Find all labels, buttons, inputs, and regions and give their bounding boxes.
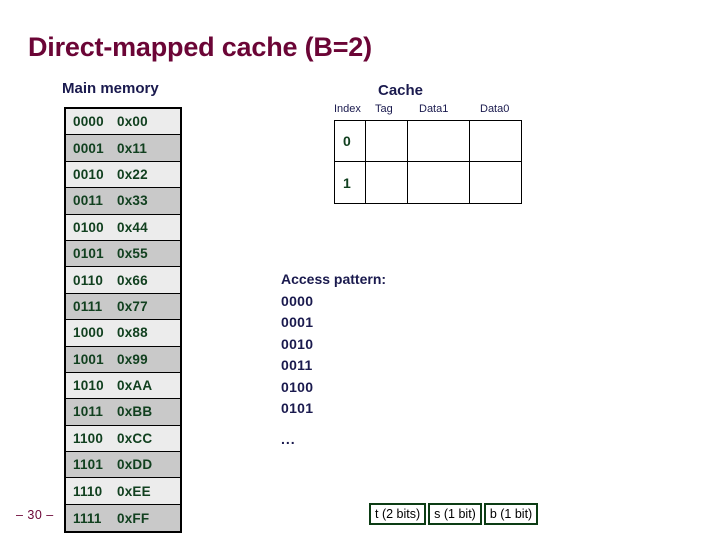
access-pattern-block: Access pattern: 0000 0001 0010 0011 0100 0101… [281,269,386,450]
main-memory-label: Main memory [62,80,159,97]
address-field-box: s (1 bit) [428,503,482,525]
access-pattern-item: 0010 [281,335,314,352]
memory-address: 0000 [73,114,104,130]
cache-cell-index: 1 [335,162,366,203]
memory-row: 0000 0x00 [66,109,180,136]
memory-row: 0110 0x66 [66,267,180,294]
cache-cell-data0[interactable] [470,121,521,161]
cache-row: 0 [335,121,521,162]
memory-value: 0xDD [117,457,153,473]
memory-address: 1111 [73,510,102,526]
memory-address: 0100 [73,219,104,235]
memory-address: 1100 [73,430,104,446]
memory-address: 0010 [73,166,104,182]
memory-address: 1101 [73,457,104,473]
page-title: Direct-mapped cache (B=2) [28,32,372,62]
cache-label: Cache [378,82,424,99]
memory-row: 0010 0x22 [66,161,180,189]
memory-row: 1100 0xCC [66,425,180,453]
memory-address: 1011 [73,404,104,420]
memory-value: 0xBB [117,404,153,420]
memory-row: 1001 0x99 [66,346,180,373]
main-memory-table: 0000 0x00 0001 0x11 0010 0x22 0011 0x33 0100 0x44… [64,107,182,534]
memory-value: 0x88 [117,325,148,341]
memory-value: 0x11 [117,140,148,156]
access-pattern-item: 0101 [281,400,314,416]
memory-address: 0011 [73,193,104,209]
memory-value: 0x77 [117,298,148,314]
access-pattern-list: 0000 0001 0010 0011 0100 0101 [281,291,386,420]
memory-address: 0001 [73,140,104,156]
memory-row: 1010 0xAA [66,372,180,400]
cache-cell-data1[interactable] [408,162,470,203]
memory-row: 1101 0xDD [66,452,180,479]
access-pattern-item: 0011 [281,357,313,373]
access-pattern-title: Access pattern: [281,271,387,287]
memory-row: 1111 0xFF [66,504,180,532]
memory-row: 1000 0x88 [66,320,180,347]
cache-header-data0: Data0 [480,103,510,115]
cache-row: 1 [335,162,521,203]
access-pattern-item: 0100 [281,378,314,395]
cache-cell-data1[interactable] [408,121,470,161]
memory-row: 0111 0x77 [66,293,180,321]
cache-header-data1: Data1 [419,103,449,115]
cache-header-tag: Tag [375,103,393,115]
memory-value: 0x99 [117,351,148,367]
memory-value: 0x22 [117,166,148,182]
memory-address: 1000 [73,325,104,341]
memory-row: 1011 0xBB [66,399,180,426]
memory-value: 0xEE [117,483,151,499]
memory-address: 1110 [73,483,103,499]
cache-header-index: Index [334,103,361,115]
cache-cell-data0[interactable] [470,162,521,203]
memory-value: 0x44 [117,219,148,235]
memory-value: 0x55 [117,246,148,262]
access-pattern-item: 0000 [281,292,314,309]
memory-address: 0110 [73,272,104,288]
memory-address: 0101 [73,246,104,262]
memory-address: 0111 [73,298,103,314]
address-bitfield-diagram: t (2 bits)s (1 bit)b (1 bit) [369,503,539,525]
memory-address: 1001 [73,351,104,367]
cache-column-headers: Index Tag Data1 Data0 [334,103,544,117]
address-field-box: t (2 bits) [369,503,427,525]
cache-cell-index: 0 [335,121,366,161]
memory-value: 0xAA [117,378,153,394]
cache-cell-tag[interactable] [366,121,408,161]
address-field-box: b (1 bit) [483,503,539,525]
memory-value: 0xFF [117,510,150,526]
memory-row: 0011 0x33 [66,188,180,215]
page-number: – 30 – [16,508,54,522]
memory-value: 0x33 [117,193,148,209]
memory-address: 1010 [73,378,104,394]
memory-value: 0x00 [117,114,148,130]
memory-value: 0xCC [117,430,153,446]
memory-row: 0100 0x44 [66,214,180,241]
memory-row: 1110 0xEE [66,478,180,505]
cache-cell-tag[interactable] [366,162,408,203]
access-pattern-item: 0001 [281,314,314,330]
memory-value: 0x66 [117,272,148,288]
access-pattern-ellipsis: ... [281,430,296,447]
memory-row: 0001 0x11 [66,135,180,162]
memory-row: 0101 0x55 [66,240,180,268]
